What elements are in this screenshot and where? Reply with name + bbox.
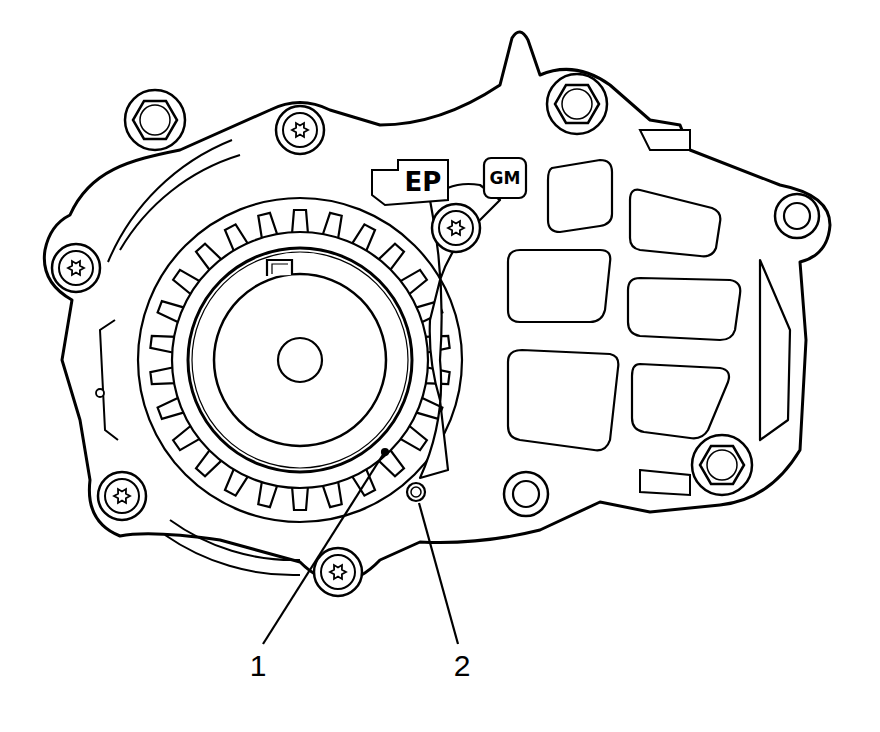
pump-housing xyxy=(44,32,830,582)
sprocket-gear xyxy=(192,252,408,468)
casting-mark: EP xyxy=(405,169,442,195)
fasteners xyxy=(52,74,819,596)
housing-ribs xyxy=(760,260,790,440)
leader-lines xyxy=(263,453,384,644)
marking-plates xyxy=(484,158,526,198)
fasteners xyxy=(432,204,480,252)
fasteners xyxy=(125,90,185,150)
sprocket-gear xyxy=(150,210,450,510)
pump-housing xyxy=(170,520,300,560)
sprocket-gear xyxy=(292,210,308,234)
housing-ribs xyxy=(420,160,790,478)
fasteners xyxy=(513,481,539,507)
fasteners xyxy=(276,106,324,154)
sprocket-gear xyxy=(292,486,308,510)
pump-housing xyxy=(640,130,690,150)
fasteners xyxy=(692,435,752,495)
fasteners xyxy=(504,472,548,516)
callout-number: 2 xyxy=(454,651,471,681)
leader-lines xyxy=(382,449,388,455)
sprocket-gear xyxy=(214,274,386,446)
fasteners xyxy=(784,203,810,229)
fasteners xyxy=(98,472,146,520)
fasteners xyxy=(411,487,421,497)
fasteners xyxy=(52,244,100,292)
sprocket-gear xyxy=(378,449,406,478)
marking-plates xyxy=(372,158,526,205)
housing-ribs xyxy=(508,250,610,322)
housing-ribs xyxy=(548,160,612,232)
pump-housing xyxy=(108,140,232,262)
housing-ribs xyxy=(628,278,740,340)
sprocket-gear xyxy=(278,338,322,382)
fasteners xyxy=(775,194,819,238)
housing-ribs xyxy=(420,184,500,478)
leader-lines xyxy=(263,449,458,644)
housing-ribs xyxy=(630,190,720,257)
sprocket-gear xyxy=(172,232,428,488)
pump-housing xyxy=(640,470,690,495)
fasteners xyxy=(314,548,362,596)
pump-housing xyxy=(165,535,300,575)
fasteners xyxy=(547,74,607,134)
pump-housing xyxy=(138,198,462,522)
pump-housing xyxy=(96,389,104,397)
callout-number: 1 xyxy=(250,651,267,681)
sprocket-gear xyxy=(188,248,412,472)
sprocket-gear xyxy=(267,260,292,276)
leader-lines xyxy=(419,503,458,644)
pump-housing xyxy=(44,32,830,582)
marking-plates xyxy=(372,160,448,205)
logo-mark: GM xyxy=(490,170,521,187)
housing-ribs xyxy=(508,350,618,450)
pump-housing xyxy=(100,320,118,440)
fasteners xyxy=(407,483,425,501)
sprocket-gear xyxy=(272,264,288,274)
housing-ribs xyxy=(632,364,729,438)
